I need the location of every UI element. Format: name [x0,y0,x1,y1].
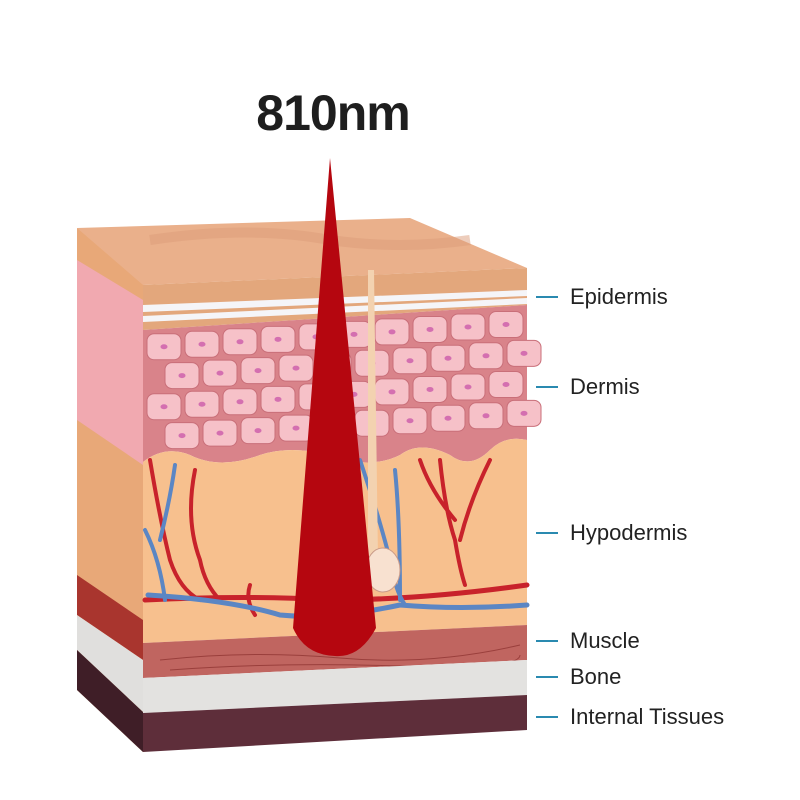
cell-nucleus [274,336,282,342]
cell-nucleus [292,425,300,431]
cell-nucleus [178,373,186,379]
cell-nucleus [502,382,510,388]
cell-nucleus [254,428,262,434]
cell-nucleus [426,326,434,332]
laser-beam-810nm [293,158,376,657]
cell-nucleus [350,331,358,337]
cell-nucleus [388,389,396,395]
cell-nucleus [444,355,452,361]
cell-nucleus [254,368,262,374]
label-internal-tissues: Internal Tissues [536,704,725,729]
cell-nucleus [236,399,244,405]
cell-nucleus [482,413,490,419]
cell-nucleus [198,401,206,407]
cell-nucleus [160,404,168,410]
label-hypodermis: Hypodermis [536,520,688,545]
label-muscle: Muscle [536,628,640,653]
wavelength-title: 810nm [256,85,410,141]
cell-nucleus [292,365,300,371]
label-dermis: Dermis [536,374,640,399]
cell-nucleus [426,386,434,392]
label-text: Epidermis [570,284,668,309]
cell-nucleus [464,384,472,390]
cell-nucleus [388,329,396,335]
cell-nucleus [464,324,472,330]
cell-nucleus [216,370,224,376]
cell-nucleus [198,341,206,347]
cell-nucleus [406,358,414,364]
block-side-face [77,228,143,752]
cell-nucleus [502,322,510,328]
label-bone: Bone [536,664,622,689]
cell-nucleus [160,344,168,350]
hair-follicle [368,270,378,560]
cell-nucleus [274,396,282,402]
bone-layer [143,660,527,713]
cell-nucleus [444,415,452,421]
cell-nucleus [178,433,186,439]
cell-nucleus [520,350,528,356]
cell-nucleus [236,339,244,345]
label-epidermis: Epidermis [536,284,668,309]
label-text: Internal Tissues [570,704,725,729]
label-text: Dermis [570,374,640,399]
cell-nucleus [520,410,528,416]
internal-tissues-layer [143,695,527,752]
label-text: Muscle [570,628,640,653]
label-text: Bone [570,664,622,689]
cell-nucleus [482,353,490,359]
label-text: Hypodermis [570,520,688,545]
cell-nucleus [406,418,414,424]
cell-nucleus [216,430,224,436]
